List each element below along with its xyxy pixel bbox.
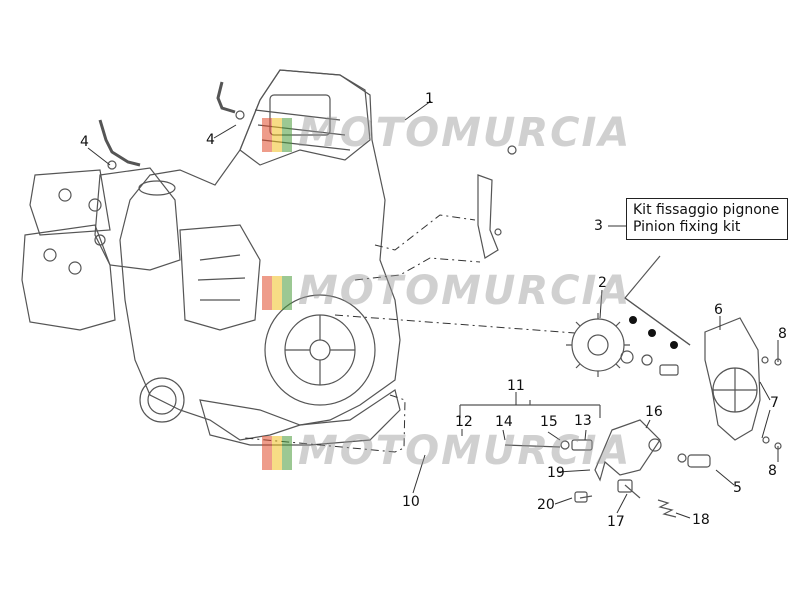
watermark-flag-icon [262, 436, 292, 470]
watermark-text: MOTOMURCIA [298, 268, 632, 314]
breather-hose-left [98, 119, 141, 167]
shift-spring [657, 499, 677, 518]
callout-17: 17 [607, 514, 625, 530]
callout-20: 20 [537, 497, 555, 513]
callout-3: 3 [594, 218, 603, 234]
shift-rod [504, 444, 561, 448]
callout-7: 7 [770, 395, 779, 411]
pinion-kit-label: Kit fissaggio pignone Pinion fixing kit [626, 198, 788, 240]
kit-label-italian: Kit fissaggio pignone [633, 202, 780, 218]
flywheel-cover [264, 294, 376, 406]
breather-hose-top [216, 81, 236, 114]
callout-15: 15 [540, 414, 558, 430]
callout-13: 13 [574, 413, 592, 429]
callout-1: 1 [425, 91, 434, 107]
watermark-flag-icon [262, 118, 292, 152]
callout-8b: 8 [768, 463, 777, 479]
watermark-text: MOTOMURCIA [298, 110, 632, 156]
callout-4b: 4 [206, 132, 215, 148]
callout-8: 8 [778, 326, 787, 342]
callout-10: 10 [402, 494, 420, 510]
callout-14: 14 [495, 414, 513, 430]
watermark-flag-icon [262, 276, 292, 310]
callout-18: 18 [692, 512, 710, 528]
callout-11: 11 [507, 378, 525, 394]
cylinder-head-top [94, 167, 181, 271]
pinion-sprocket [566, 313, 630, 377]
kit-label-english: Pinion fixing kit [633, 219, 741, 235]
callout-16: 16 [645, 404, 663, 420]
cable-bracket [477, 174, 499, 259]
sprocket-cover [704, 317, 761, 441]
callout-19: 19 [547, 465, 565, 481]
watermark-text: MOTOMURCIA [298, 428, 632, 474]
callout-6: 6 [714, 302, 723, 318]
cylinder-head-bottom [21, 224, 116, 331]
oil-filter [139, 377, 185, 423]
callout-4: 4 [80, 134, 89, 150]
callout-5: 5 [733, 480, 742, 496]
callout-12: 12 [455, 414, 473, 430]
callout-2: 2 [598, 275, 607, 291]
